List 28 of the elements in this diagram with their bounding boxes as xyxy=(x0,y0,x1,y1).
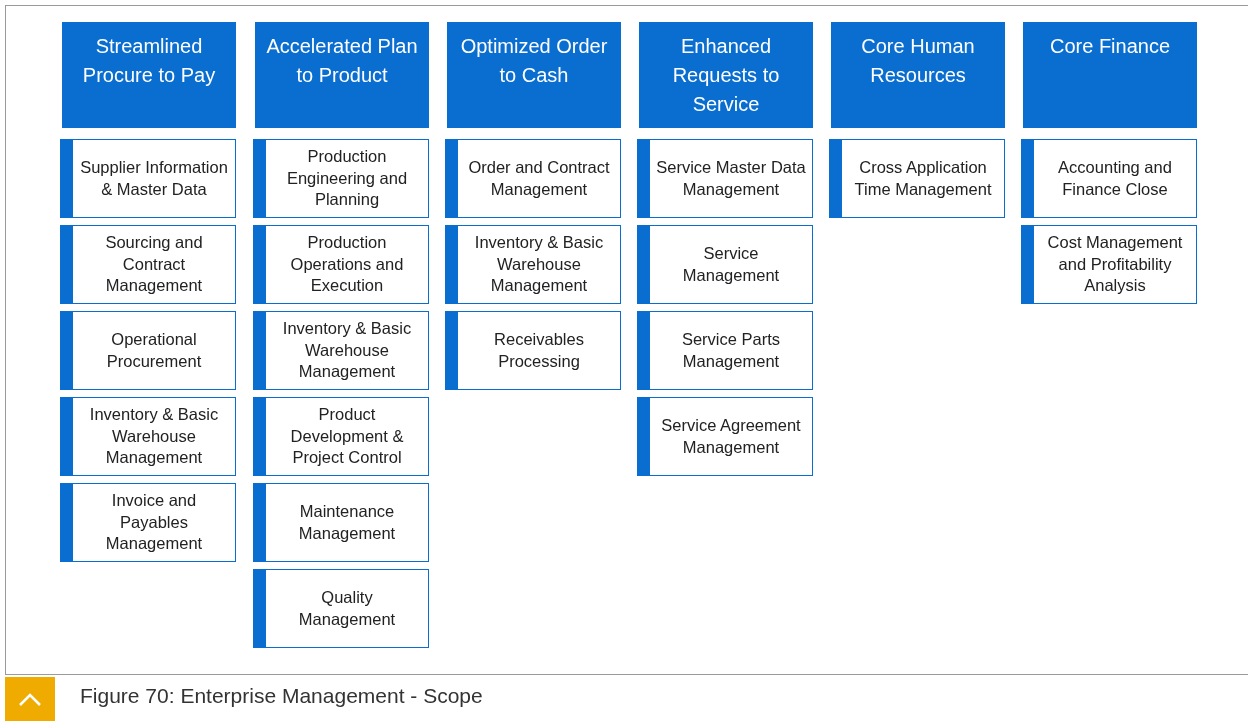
scope-item-box: Production Operations and Execution xyxy=(253,225,429,304)
scope-item-box: Production Engineering and Planning xyxy=(253,139,429,218)
scope-item-box: Service Parts Management xyxy=(637,311,813,390)
scope-item-box: Cross Application Time Management xyxy=(829,139,1005,218)
process-header: Optimized Order to Cash xyxy=(447,22,621,128)
process-header: Streamlined Procure to Pay xyxy=(62,22,236,128)
scope-item-box: Accounting and Finance Close xyxy=(1021,139,1197,218)
scope-item-box: Inventory & Basic Warehouse Management xyxy=(60,397,236,476)
scope-item-box: Cost Management and Profitability Analysis xyxy=(1021,225,1197,304)
scope-item-box: Receivables Processing xyxy=(445,311,621,390)
scope-item-box: Invoice and Payables Management xyxy=(60,483,236,562)
scope-item-box: Quality Management xyxy=(253,569,429,648)
scope-item-box: Service Management xyxy=(637,225,813,304)
scope-item-box: Maintenance Management xyxy=(253,483,429,562)
scope-item-box: Operational Procurement xyxy=(60,311,236,390)
figure-caption: Figure 70: Enterprise Management - Scope xyxy=(80,684,483,708)
scope-item-box: Service Master Data Management xyxy=(637,139,813,218)
scope-item-box: Order and Contract Management xyxy=(445,139,621,218)
scope-item-box: Inventory & Basic Warehouse Management xyxy=(253,311,429,390)
scope-item-box: Inventory & Basic Warehouse Management xyxy=(445,225,621,304)
scope-item-box: Service Agreement Management xyxy=(637,397,813,476)
scope-item-box: Supplier Information & Master Data xyxy=(60,139,236,218)
process-header: Enhanced Requests to Service xyxy=(639,22,813,128)
process-header: Core Human Resources xyxy=(831,22,1005,128)
scope-item-box: Product Development & Project Control xyxy=(253,397,429,476)
scope-item-box: Sourcing and Contract Management xyxy=(60,225,236,304)
process-header: Core Finance xyxy=(1023,22,1197,128)
process-header: Accelerated Plan to Product xyxy=(255,22,429,128)
